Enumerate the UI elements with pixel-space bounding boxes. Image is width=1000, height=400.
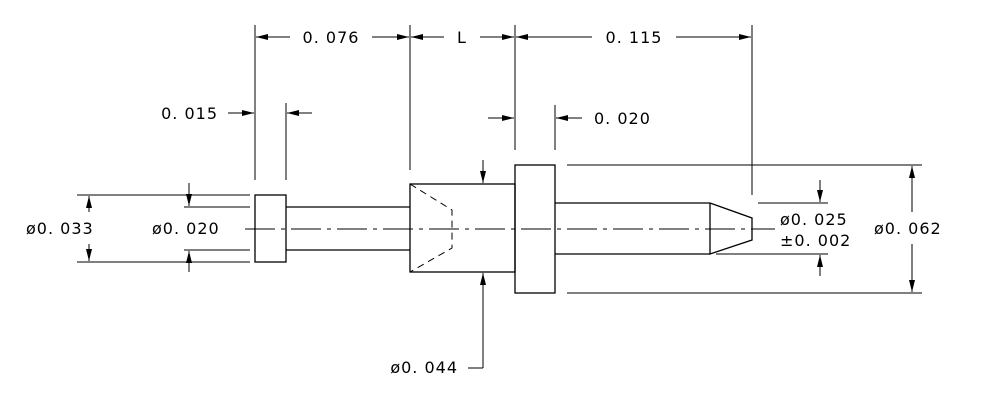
dim-033-label: ø0. 033 (26, 219, 94, 238)
dim-dia-025: ø0. 025 ±0. 002 (716, 180, 851, 276)
center-body (409, 183, 516, 273)
tapered-tip (709, 202, 753, 255)
dim-dia-044: ø0. 044 (390, 160, 486, 377)
top-dimensions: 0. 076 L 0. 115 (254, 25, 753, 195)
dim-dia-033: ø0. 033 (26, 194, 250, 263)
dim-020-label: ø0. 020 (152, 219, 220, 238)
dim-015: 0. 015 (161, 103, 312, 180)
dim-020-flange: 0. 020 (488, 105, 651, 150)
dim-115-label: 0. 115 (606, 28, 663, 47)
dim-015-label: 0. 015 (161, 104, 218, 123)
hidden-countersink (409, 183, 453, 273)
dim-020-flange-label: 0. 020 (594, 109, 651, 128)
dim-044-label: ø0. 044 (390, 358, 458, 377)
part-outline (245, 164, 775, 294)
dim-l-label: L (457, 28, 467, 47)
dim-076-label: 0. 076 (303, 28, 360, 47)
dim-dia-062: ø0. 062 (567, 164, 942, 294)
dim-025-label: ø0. 025 (780, 210, 848, 229)
dim-025-tolerance: ±0. 002 (780, 231, 851, 250)
dim-062-label: ø0. 062 (874, 219, 942, 238)
dim-dia-020: ø0. 020 (152, 183, 250, 272)
